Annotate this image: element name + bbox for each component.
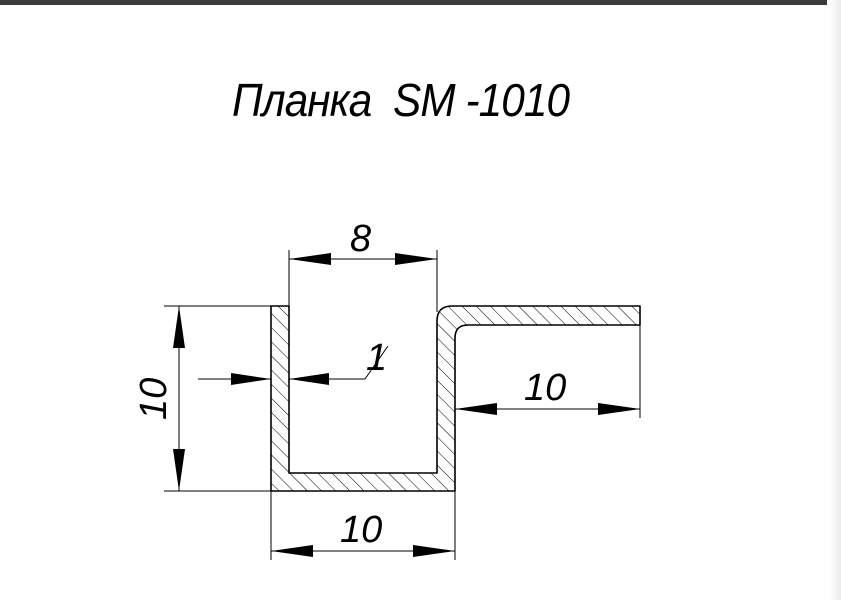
- profile-section: [270, 305, 641, 492]
- extension-lines: [164, 250, 641, 560]
- dim-wall-thickness-label: 1: [366, 337, 387, 379]
- window-right-shadow: [829, 0, 841, 600]
- dimension-lines: [178, 258, 640, 552]
- dim-flange-length-label: 10: [524, 367, 566, 409]
- dim-inner-width-label: 8: [350, 218, 371, 260]
- dim-base-width-label: 10: [340, 509, 382, 551]
- drawing-title: Планка SM -1010: [232, 74, 570, 126]
- dimension-arrows: [173, 253, 640, 557]
- dim-height-label: 10: [133, 378, 175, 420]
